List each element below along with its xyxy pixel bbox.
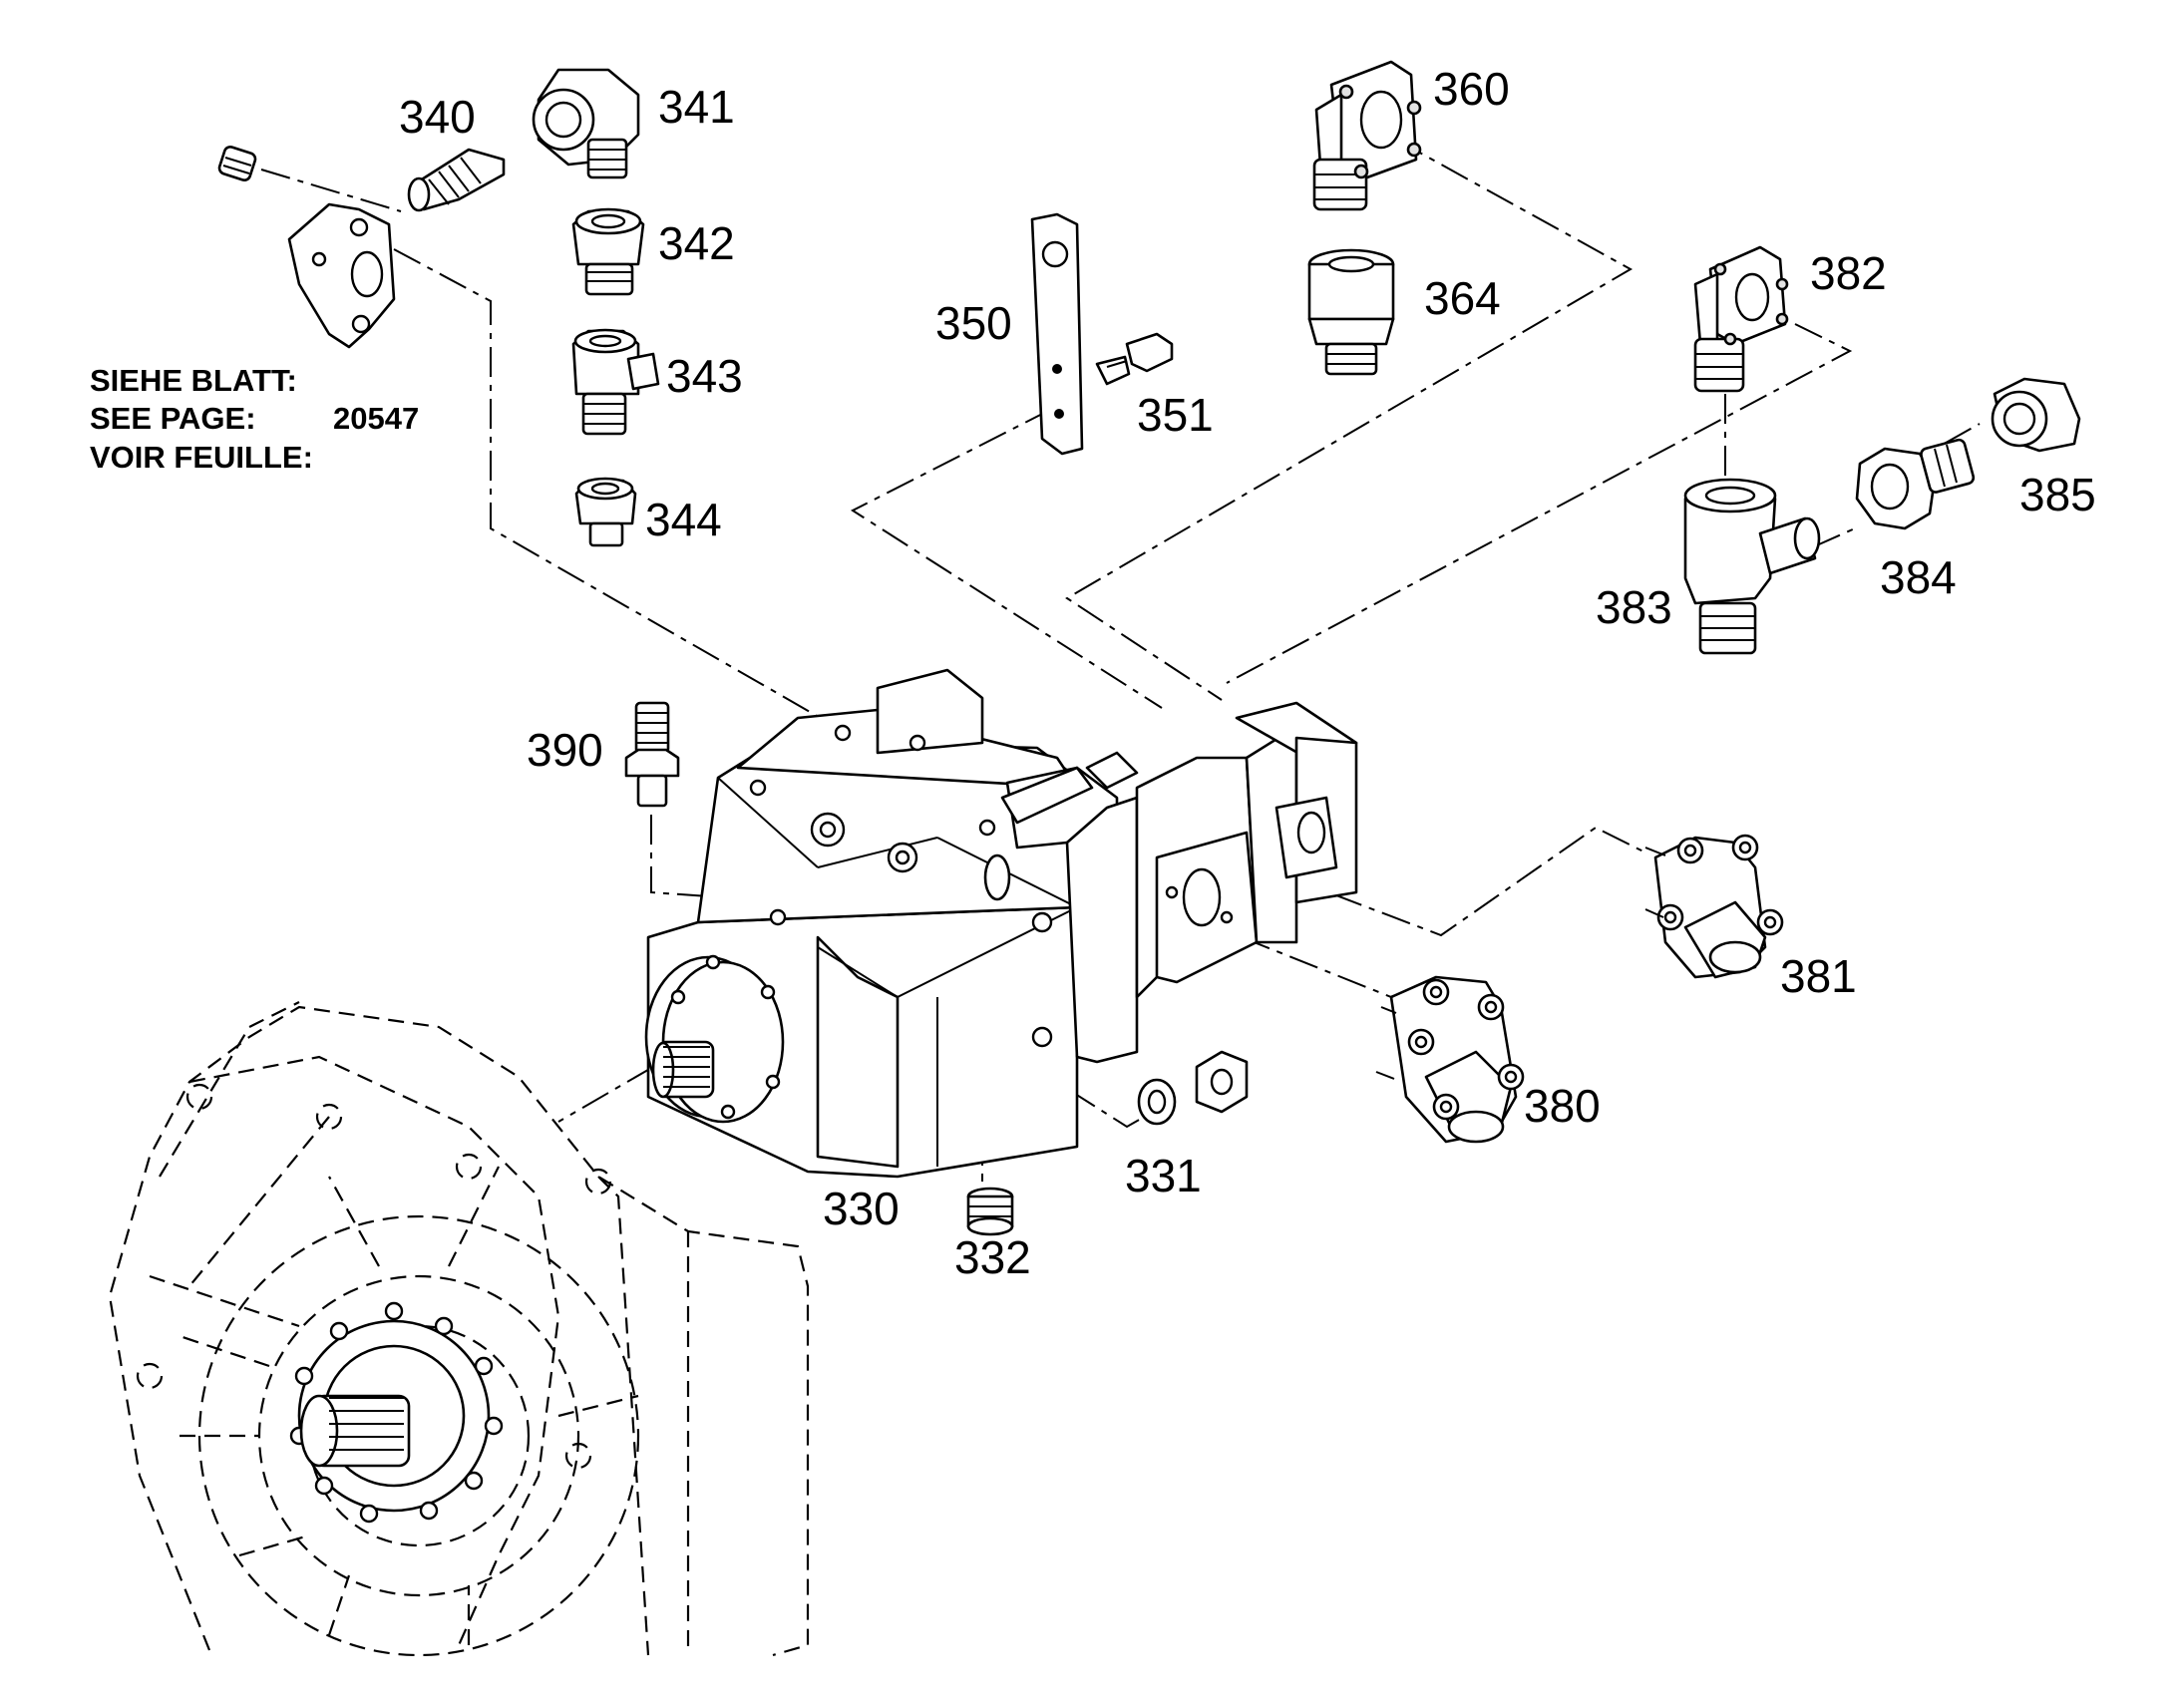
part-331-washer-nut	[1137, 1050, 1249, 1126]
part-383-tee-fitting	[1683, 478, 1821, 655]
note-line-see-page: SEE PAGE:	[90, 401, 256, 436]
label-351: 351	[1137, 389, 1214, 441]
label-390: 390	[527, 724, 603, 776]
part-labels: 340 341 342 343 344 350 351 360 364 382 …	[399, 63, 2096, 1283]
part-343-tee-fitting	[571, 328, 660, 436]
label-364: 364	[1424, 272, 1501, 324]
part-341-elbow-fitting	[532, 68, 640, 179]
label-340: 340	[399, 91, 476, 143]
note-line-voir-feuille: VOIR FEUILLE:	[90, 440, 313, 475]
part-390-nipple	[624, 701, 680, 808]
part-332-plug	[966, 1187, 1014, 1236]
label-341: 341	[658, 81, 735, 133]
part-340-flange-fitting	[217, 146, 506, 349]
label-382: 382	[1810, 247, 1887, 299]
part-380-flange	[1375, 975, 1525, 1144]
part-384-adapter	[1855, 438, 1976, 530]
label-342: 342	[658, 217, 735, 269]
part-382-flange-fitting	[1693, 245, 1789, 393]
auxiliary-gear-pump	[1065, 701, 1358, 1064]
input-shaft-flange	[289, 1301, 504, 1524]
label-381: 381	[1780, 950, 1857, 1002]
label-384: 384	[1880, 551, 1957, 603]
note-page-number[interactable]: 20547	[333, 401, 419, 436]
part-360-flange-fitting	[1312, 60, 1422, 211]
label-331: 331	[1125, 1150, 1202, 1201]
label-344: 344	[645, 494, 722, 545]
label-383: 383	[1596, 581, 1672, 633]
label-350: 350	[935, 297, 1012, 349]
part-350-bracket	[1030, 212, 1084, 456]
label-385: 385	[2019, 469, 2096, 520]
label-343: 343	[666, 350, 743, 402]
label-380: 380	[1524, 1080, 1601, 1132]
part-342-straight-fitting	[571, 207, 645, 296]
label-330: 330	[823, 1183, 900, 1234]
part-351-screw	[1095, 332, 1174, 386]
gearbox-housing-phantom	[108, 1001, 810, 1657]
note-line-siehe-blatt: SIEHE BLATT:	[90, 363, 297, 398]
part-330-hydraulic-pump	[644, 668, 1119, 1179]
part-381-flange	[1644, 834, 1784, 979]
part-344-reducer	[574, 477, 637, 547]
part-385-elbow	[1991, 377, 2081, 453]
label-332: 332	[954, 1231, 1031, 1283]
label-360: 360	[1433, 63, 1510, 115]
see-page-note: SIEHE BLATT: SEE PAGE: 20547 VOIR FEUILL…	[90, 363, 419, 475]
part-364-adapter	[1307, 248, 1395, 376]
